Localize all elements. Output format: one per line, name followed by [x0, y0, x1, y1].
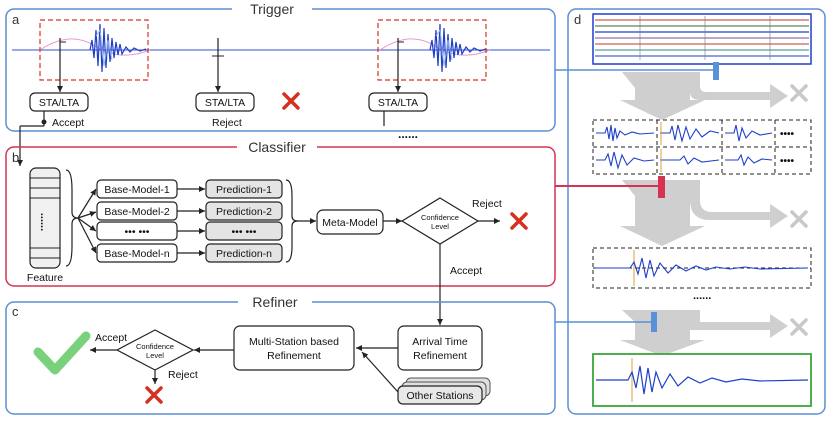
arrival-time-box [397, 325, 483, 371]
prediction-n-label: Prediction-n [216, 248, 272, 260]
sta-lta-label-3: STA/LTA [378, 97, 418, 109]
multi-station-line1: Multi-Station based [249, 336, 339, 348]
trigger-window-1 [39, 19, 149, 81]
classified-events [592, 247, 812, 289]
refiner-confidence-line2: Level [146, 351, 164, 360]
connector-classifier-gate [658, 176, 665, 198]
sta-lta-label-2: STA/LTA [205, 97, 245, 109]
panel-letter-d: d [574, 12, 581, 27]
sta-lta-label-1: STA/LTA [39, 97, 79, 109]
sta-lta-box-3 [368, 92, 428, 112]
feature-dots: ...... [38, 213, 50, 231]
classifier-accept-label: Accept [450, 265, 482, 277]
svg-text:••••: •••• [780, 129, 795, 140]
connector-refiner-gate [651, 312, 657, 332]
trigger-title: Trigger [250, 1, 294, 17]
feature-vector [29, 167, 61, 269]
arrival-time-line1: Arrival Time [412, 336, 468, 348]
trigger-event-waveform-1 [39, 23, 151, 73]
refiner-title: Refiner [252, 294, 297, 310]
prediction-2-label: Prediction-2 [216, 206, 272, 218]
trigger-accept-label: Accept [52, 117, 84, 129]
panel-letter-c: c [12, 304, 19, 319]
meta-model-box [316, 209, 384, 235]
refiner-reject-cross-icon [145, 386, 163, 404]
refiner-reject-label: Reject [168, 369, 198, 381]
classifier-panel: Classifier b ...... Feature Base-Model-1… [5, 139, 556, 325]
trigger-panel-border [5, 8, 556, 132]
side-more-dots: ...... [693, 290, 711, 302]
feature-label: Feature [27, 272, 63, 284]
discard-cross-icon-1 [790, 84, 808, 102]
classifier-title: Classifier [248, 139, 306, 155]
base-model-1-label: Base-Model-1 [104, 184, 170, 196]
refiner-accept-label: Accept [95, 332, 127, 344]
trigger-reject-cross-icon [282, 92, 300, 110]
accept-checkmark-icon [33, 331, 91, 375]
base-model-ellipsis: ••• ••• [125, 226, 150, 238]
flow-arrow-2 [620, 180, 788, 246]
classifier-confidence-line1: Confidence [421, 213, 459, 222]
arrival-time-line2: Refinement [413, 350, 467, 362]
flow-arrow-1 [620, 72, 788, 120]
prediction-stack: Prediction-1 Prediction-2 ••• ••• Predic… [205, 179, 283, 263]
other-stations-stack: Other Stations [397, 377, 491, 405]
continuous-records [592, 13, 812, 65]
flow-arrow-3 [620, 310, 788, 356]
classifier-reject-cross-icon [510, 212, 528, 230]
refiner-panel: Refiner c Arrival Time Refinement Other … [5, 294, 556, 415]
base-model-2-label: Base-Model-2 [104, 206, 170, 218]
sta-lta-box-2 [195, 92, 255, 112]
discard-cross-icon-2 [790, 210, 808, 228]
refiner-confidence-line1: Confidence [136, 342, 174, 351]
multi-station-box [233, 325, 355, 371]
multi-station-line2: Refinement [267, 350, 321, 362]
trigger-reject-label: Reject [212, 117, 242, 129]
sta-lta-box-1 [29, 92, 89, 112]
panel-letter-b: b [12, 150, 19, 165]
candidate-windows: •••• •••• [592, 119, 812, 175]
trigger-event-waveform-2 [379, 23, 491, 73]
trigger-more-dots: ...... [398, 127, 418, 141]
base-model-stack: Base-Model-1 Base-Model-2 ••• ••• Base-M… [96, 179, 178, 263]
side-panel-border [567, 8, 826, 415]
svg-text:••••: •••• [780, 156, 795, 167]
classifier-reject-label: Reject [472, 198, 502, 210]
prediction-1-label: Prediction-1 [216, 184, 272, 196]
other-stations-label: Other Stations [406, 390, 473, 402]
discard-cross-icon-3 [790, 318, 808, 336]
side-panel: d [567, 8, 826, 415]
trigger-panel: Trigger a STA/LTA Accept STA/LTA [5, 1, 556, 166]
connector-trigger-gate [713, 62, 719, 80]
panel-letter-a: a [12, 12, 20, 27]
classifier-confidence-line2: Level [431, 222, 449, 231]
prediction-ellipsis: ••• ••• [232, 226, 257, 238]
trigger-window-2 [377, 19, 487, 81]
refined-event-frame [592, 353, 812, 407]
meta-model-label: Meta-Model [322, 217, 377, 229]
base-model-n-label: Base-Model-n [104, 248, 170, 260]
